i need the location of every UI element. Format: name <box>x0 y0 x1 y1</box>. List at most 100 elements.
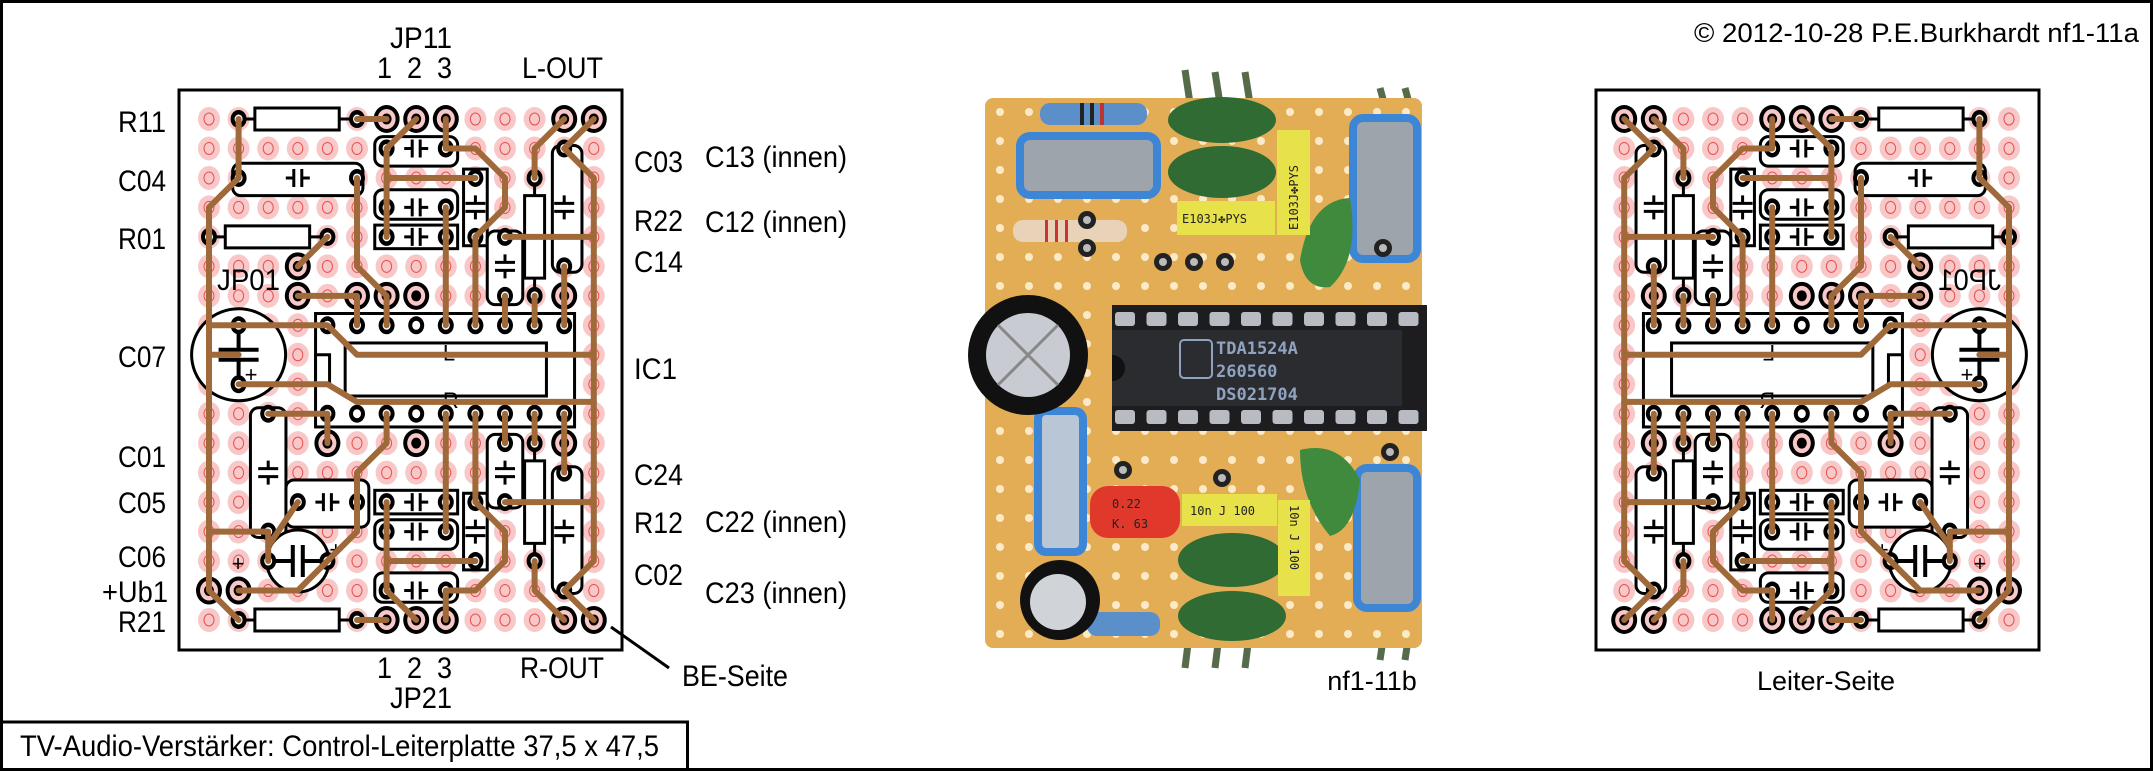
photo-hole <box>1170 224 1178 232</box>
photo-hole <box>996 456 1004 464</box>
hole <box>286 195 309 220</box>
hole-ring <box>1707 112 1719 126</box>
copper-trace <box>1710 410 1776 623</box>
hole <box>1790 254 1813 279</box>
copper-trace <box>561 116 597 623</box>
photo-ic-pin <box>1146 410 1167 424</box>
label-c07: C07 <box>118 341 166 374</box>
photo-foil-cap <box>1034 407 1087 556</box>
hole-ring <box>1796 259 1808 273</box>
hole <box>1702 107 1724 131</box>
hole-ring <box>1973 466 1985 480</box>
capacitor-symbol <box>1789 493 1814 512</box>
photo-hole <box>1112 456 1120 464</box>
photo-hole <box>1257 456 1265 464</box>
label-c23: C23 (innen) <box>705 577 847 610</box>
photo-hole <box>1170 195 1178 203</box>
component-side-caption: BE-Seite <box>682 660 788 693</box>
hole-ring <box>233 407 245 421</box>
photo-red-cap-text-1: 0.22 <box>1112 497 1141 511</box>
hole <box>227 490 250 515</box>
resistor-r01 <box>1906 224 1995 250</box>
hole-ring <box>499 584 511 598</box>
label-r-out: R-OUT <box>520 652 604 685</box>
photo-hole <box>1170 601 1178 609</box>
hole-ring <box>1914 200 1926 214</box>
photo-yellow-cap-top-v <box>1277 130 1310 235</box>
copper-trace <box>531 558 568 623</box>
copper-trace <box>1887 233 1924 270</box>
plus-mark: + <box>1961 362 1974 387</box>
copper-trace <box>1650 116 1687 181</box>
component-side-board: LR+++JP01 <box>177 88 624 652</box>
photo-hole <box>1170 137 1178 145</box>
hole-ring <box>1855 436 1867 450</box>
hole-ring <box>1973 407 1985 421</box>
hole-ring <box>1618 141 1630 155</box>
electrolytic-symbol <box>1890 545 1950 578</box>
hole-ring <box>262 289 274 303</box>
photo-jumper-pin-hole <box>1218 474 1226 482</box>
hole-ring <box>233 466 245 480</box>
photo-hole <box>1373 456 1381 464</box>
photo-electrolytic-vent <box>996 323 1060 387</box>
hole-ring <box>1914 141 1926 155</box>
hole <box>1850 431 1872 456</box>
hole <box>494 136 516 161</box>
hole-ring <box>292 436 304 450</box>
capacitor-symbol <box>404 581 429 600</box>
hole <box>1968 431 1991 456</box>
photo-foil-cap <box>1353 464 1421 612</box>
label-c24: C24 <box>634 459 683 492</box>
hole-ring <box>2003 112 2015 126</box>
photo-green-cap-small <box>1300 448 1360 536</box>
hole-ring <box>1677 613 1689 627</box>
capacitor-symbol <box>404 522 429 541</box>
photo-yellow-cap-top-h <box>1177 201 1275 235</box>
copper-trace <box>1621 116 1657 623</box>
hole-ring <box>1973 200 1985 214</box>
hole-ring <box>1825 466 1837 480</box>
hole <box>257 283 280 308</box>
hole-ring <box>1707 141 1719 155</box>
label-jp11: JP11 <box>390 22 452 55</box>
copper-trace <box>442 410 508 623</box>
photo-hole <box>1025 253 1033 261</box>
photo-hole <box>1257 253 1265 261</box>
capacitor-symbol <box>1789 522 1814 541</box>
hole <box>198 607 220 632</box>
hole-ring <box>351 554 363 568</box>
photo-red-cap-text-2: K. 63 <box>1112 517 1148 531</box>
conductor-side-caption: Leiter-Seite <box>1757 666 1895 696</box>
photo-hole <box>1344 108 1352 116</box>
photo-yellow-cap-bottom-h <box>1182 494 1277 526</box>
capacitor-symbol <box>1939 460 1960 485</box>
photo-ic-pin <box>1241 312 1261 326</box>
hole-ring <box>499 613 511 627</box>
hole-ring <box>2003 613 2015 627</box>
photo-ic-pin <box>1209 312 1230 326</box>
photo-hole <box>1315 108 1323 116</box>
copyright-text: © 2012-10-28 P.E.Burkhardt nf1-11a <box>1694 18 2140 48</box>
hole <box>227 460 250 485</box>
hole-ring <box>1737 112 1749 126</box>
hole-ring <box>262 141 274 155</box>
hole <box>464 607 487 632</box>
photo-hole <box>1025 514 1033 522</box>
label-r01: R01 <box>118 223 166 256</box>
hole-ring <box>262 200 274 214</box>
title-frame <box>0 720 689 771</box>
hole-ring <box>381 259 393 273</box>
photo-resistor-band <box>1065 220 1068 242</box>
hole-ring <box>321 584 333 598</box>
capacitor-c05 <box>1847 478 1934 529</box>
hole <box>227 401 250 426</box>
solder-pad-hole <box>1797 409 1806 419</box>
solder-pad-hole <box>1797 320 1806 330</box>
hole-ring <box>499 112 511 126</box>
label-jp21: JP21 <box>390 682 452 715</box>
photo-hole <box>1170 253 1178 261</box>
capacitor-symbol <box>495 460 515 485</box>
capacitor-symbol <box>1732 195 1753 220</box>
